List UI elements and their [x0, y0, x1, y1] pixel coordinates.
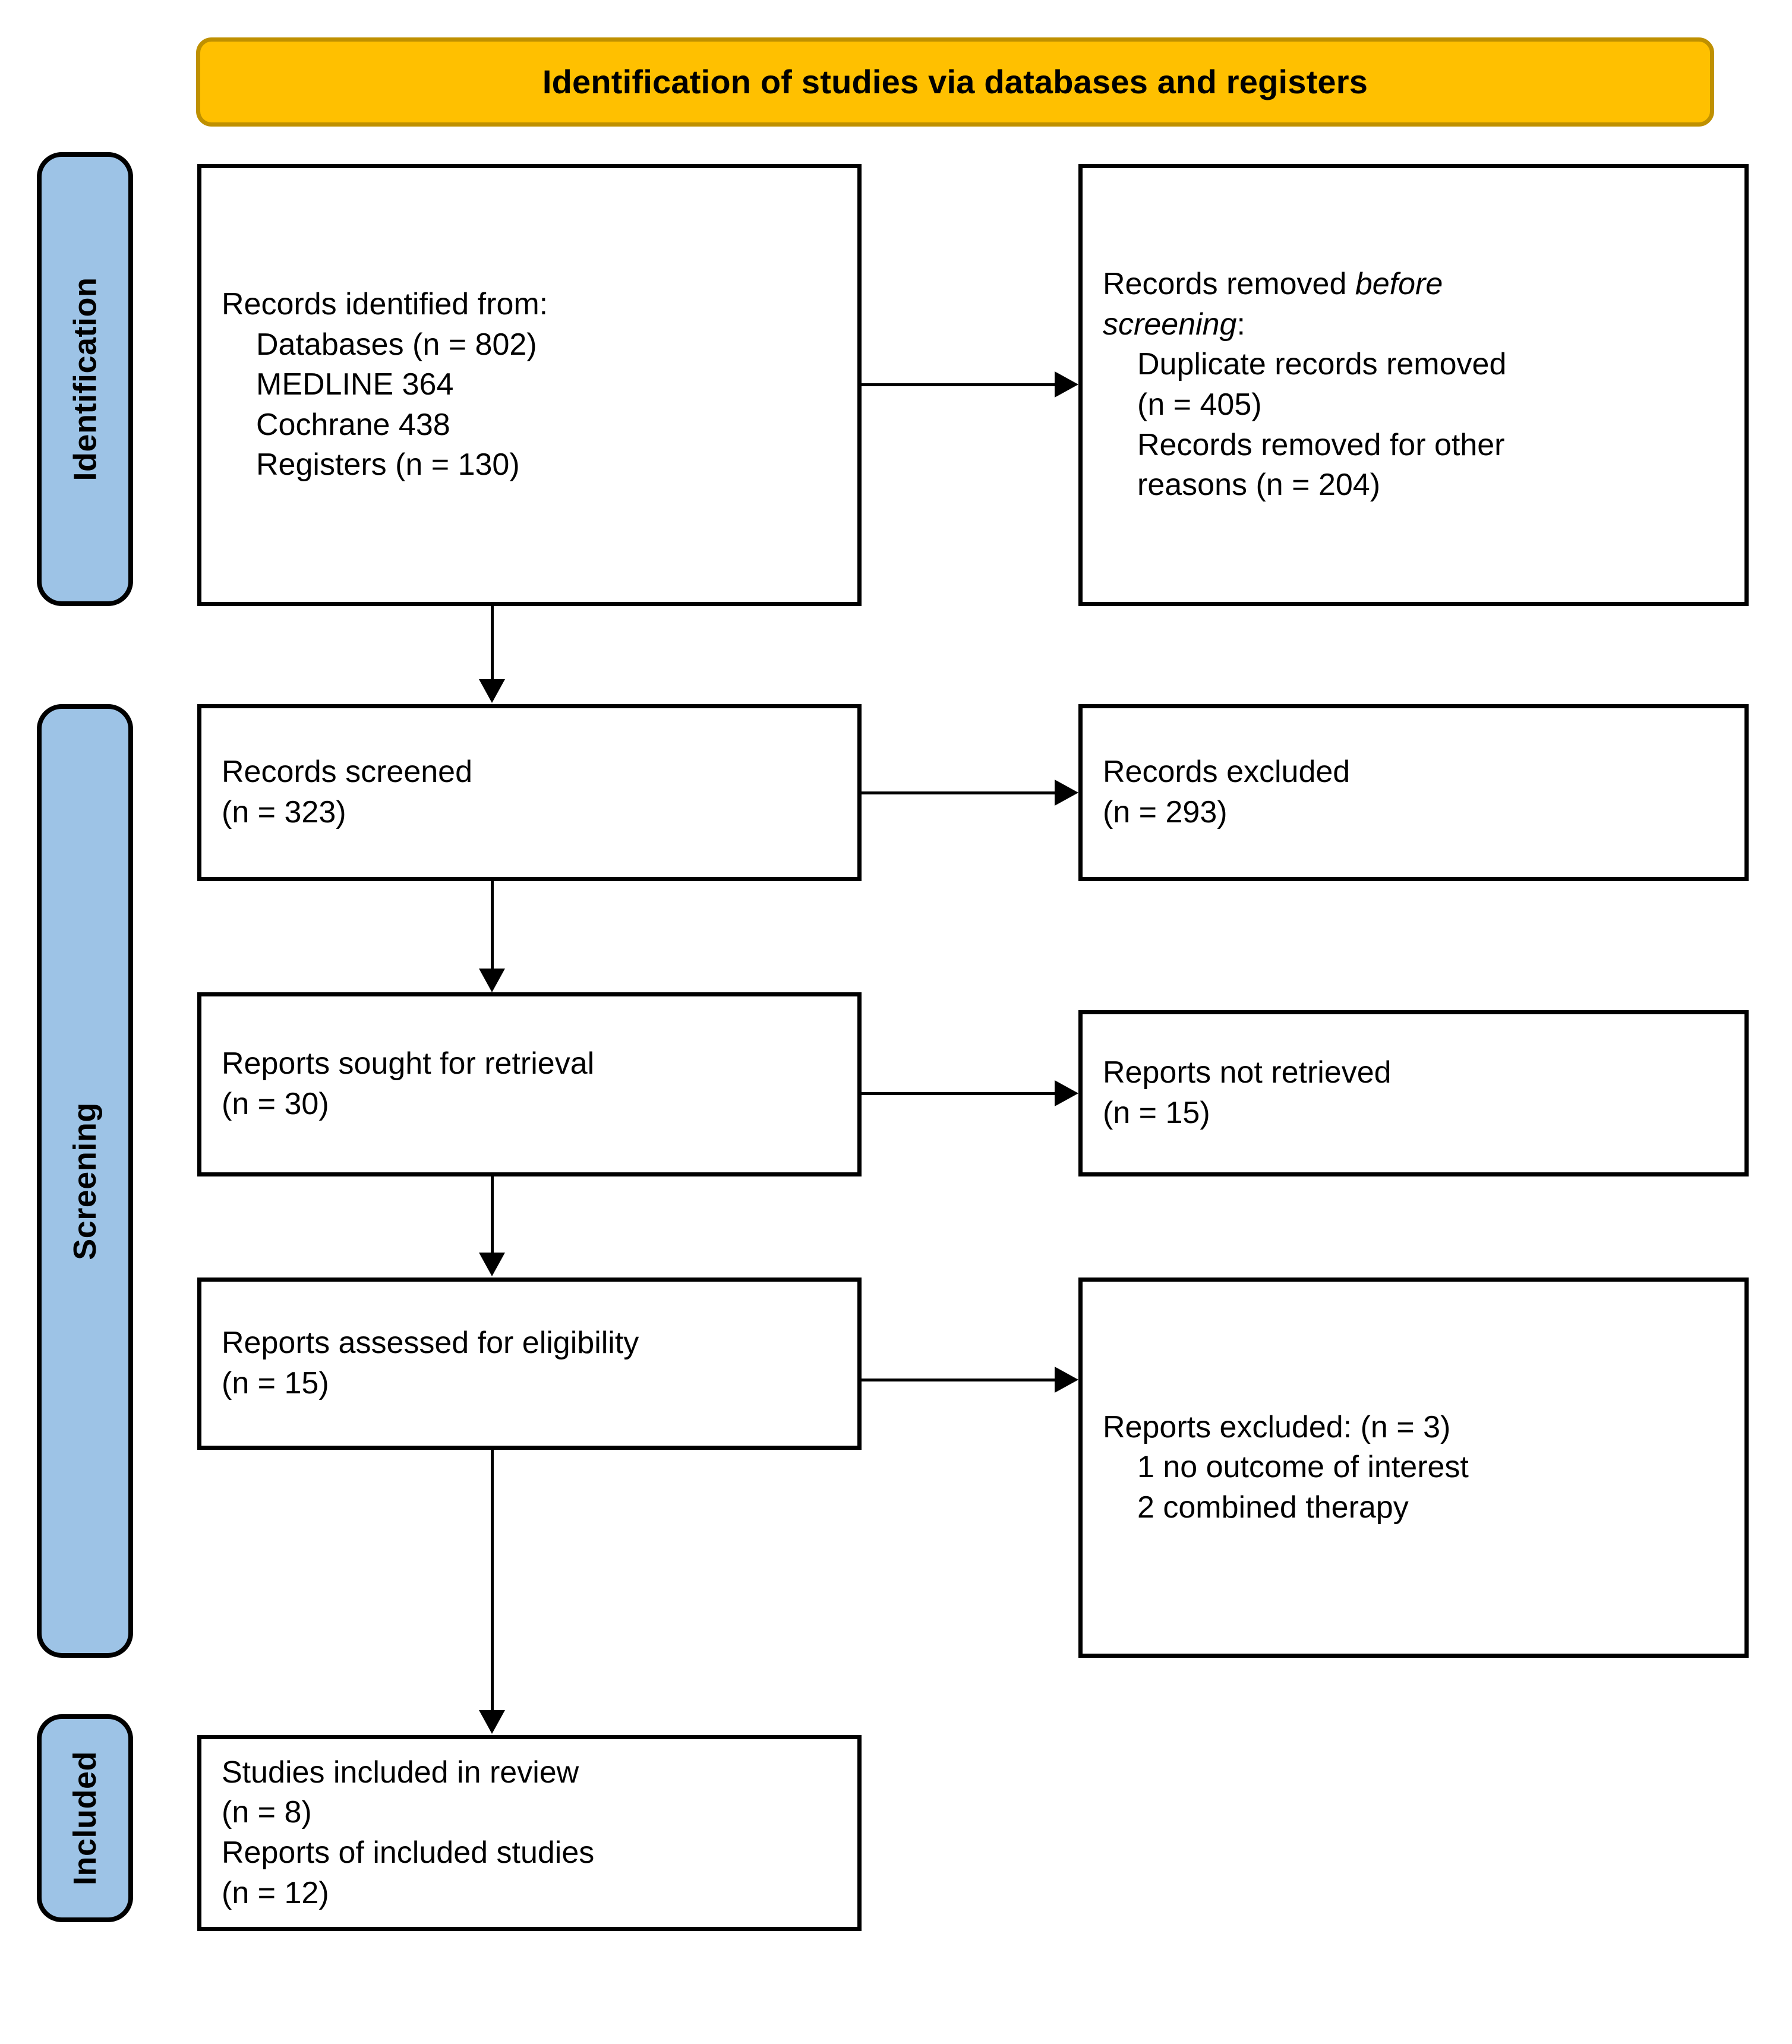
studies-included-line3: Reports of included studies: [222, 1835, 595, 1870]
records-identified-line5: Registers (n = 130): [256, 447, 520, 482]
box-reports-not-retrieved: Reports not retrieved (n = 15): [1078, 1010, 1749, 1176]
reports-excluded-line1: Reports excluded: (n = 3): [1103, 1409, 1451, 1444]
box-reports-assessed-eligibility: Reports assessed for eligibility (n = 15…: [197, 1278, 862, 1450]
records-removed-line2-colon: :: [1236, 307, 1245, 342]
arrowhead-screened-to-excluded: [1055, 780, 1078, 806]
reports-not-retrieved-line2: (n = 15): [1103, 1096, 1210, 1130]
arrowhead-sought-to-not-retrieved: [1055, 1080, 1078, 1106]
connector-identified-to-removed: [862, 383, 1055, 386]
studies-included-line1: Studies included in review: [222, 1755, 579, 1790]
arrowhead-sought-to-eligibility: [479, 1253, 505, 1276]
reports-not-retrieved-line1: Reports not retrieved: [1103, 1055, 1392, 1090]
records-removed-line5: Records removed for other: [1137, 427, 1505, 462]
box-records-excluded: Records excluded (n = 293): [1078, 704, 1749, 881]
box-studies-included: Studies included in review (n = 8) Repor…: [197, 1735, 862, 1931]
records-excluded-line1: Records excluded: [1103, 755, 1351, 790]
arrowhead-identified-to-removed: [1055, 371, 1078, 398]
connector-screened-to-excluded: [862, 791, 1055, 794]
connector-screened-to-sought: [491, 881, 494, 970]
records-removed-line1-italic: before: [1355, 267, 1443, 302]
box-reports-excluded-text: Reports excluded: (n = 3) 1 no outcome o…: [1083, 1408, 1484, 1528]
box-reports-sought: Reports sought for retrieval (n = 30): [197, 992, 862, 1176]
records-identified-line1: Records identified from:: [222, 287, 548, 322]
stage-tab-identification: Identification: [37, 152, 133, 606]
records-screened-line2: (n = 323): [222, 795, 346, 829]
records-excluded-line2: (n = 293): [1103, 795, 1228, 829]
box-studies-included-text: Studies included in review (n = 8) Repor…: [201, 1753, 610, 1913]
records-removed-line2-italic: screening: [1103, 307, 1237, 342]
diagram-title: Identification of studies via databases …: [542, 63, 1368, 101]
box-records-identified-text: Records identified from: Databases (n = …: [201, 285, 563, 485]
connector-identified-to-screened: [491, 606, 494, 680]
box-records-excluded-text: Records excluded (n = 293): [1083, 752, 1365, 832]
records-screened-line1: Records screened: [222, 755, 472, 790]
records-removed-line1-plain: Records removed: [1103, 267, 1355, 302]
reports-excluded-line2: 1 no outcome of interest: [1137, 1450, 1469, 1485]
records-identified-line2: Databases (n = 802): [256, 327, 537, 362]
records-identified-line4: Cochrane 438: [256, 407, 450, 442]
stage-tab-screening: Screening: [37, 704, 133, 1658]
connector-sought-to-eligibility: [491, 1176, 494, 1254]
diagram-header-banner: Identification of studies via databases …: [196, 37, 1714, 127]
arrowhead-screened-to-sought: [479, 969, 505, 992]
records-removed-line4: (n = 405): [1137, 387, 1262, 422]
box-reports-not-retrieved-text: Reports not retrieved (n = 15): [1083, 1053, 1407, 1133]
box-reports-assessed-text: Reports assessed for eligibility (n = 15…: [201, 1323, 654, 1403]
box-records-screened: Records screened (n = 323): [197, 704, 862, 881]
records-identified-line3: MEDLINE 364: [256, 367, 454, 402]
box-reports-excluded: Reports excluded: (n = 3) 1 no outcome o…: [1078, 1278, 1749, 1658]
studies-included-line4: (n = 12): [222, 1875, 329, 1910]
arrowhead-identified-to-screened: [479, 679, 505, 703]
reports-assessed-line1: Reports assessed for eligibility: [222, 1326, 639, 1361]
reports-assessed-line2: (n = 15): [222, 1366, 329, 1400]
box-records-removed-text: Records removed before screening: Duplic…: [1083, 264, 1522, 506]
connector-eligibility-to-included: [491, 1450, 494, 1711]
studies-included-line2: (n = 8): [222, 1795, 312, 1830]
stage-label-identification: Identification: [67, 277, 103, 481]
box-reports-sought-text: Reports sought for retrieval (n = 30): [201, 1044, 610, 1124]
box-records-removed: Records removed before screening: Duplic…: [1078, 164, 1749, 606]
box-records-identified: Records identified from: Databases (n = …: [197, 164, 862, 606]
box-records-screened-text: Records screened (n = 323): [201, 752, 488, 832]
reports-sought-line1: Reports sought for retrieval: [222, 1046, 595, 1081]
records-removed-line6: reasons (n = 204): [1137, 468, 1381, 503]
records-removed-line3: Duplicate records removed: [1137, 347, 1507, 382]
stage-tab-included: Included: [37, 1714, 133, 1922]
arrowhead-eligibility-to-reports-excluded: [1055, 1367, 1078, 1393]
arrowhead-eligibility-to-included: [479, 1710, 505, 1734]
stage-label-included: Included: [67, 1750, 103, 1886]
stage-label-screening: Screening: [67, 1102, 103, 1260]
reports-sought-line2: (n = 30): [222, 1087, 329, 1121]
connector-eligibility-to-reports-excluded: [862, 1379, 1055, 1381]
reports-excluded-line3: 2 combined therapy: [1137, 1490, 1409, 1525]
connector-sought-to-not-retrieved: [862, 1092, 1055, 1095]
